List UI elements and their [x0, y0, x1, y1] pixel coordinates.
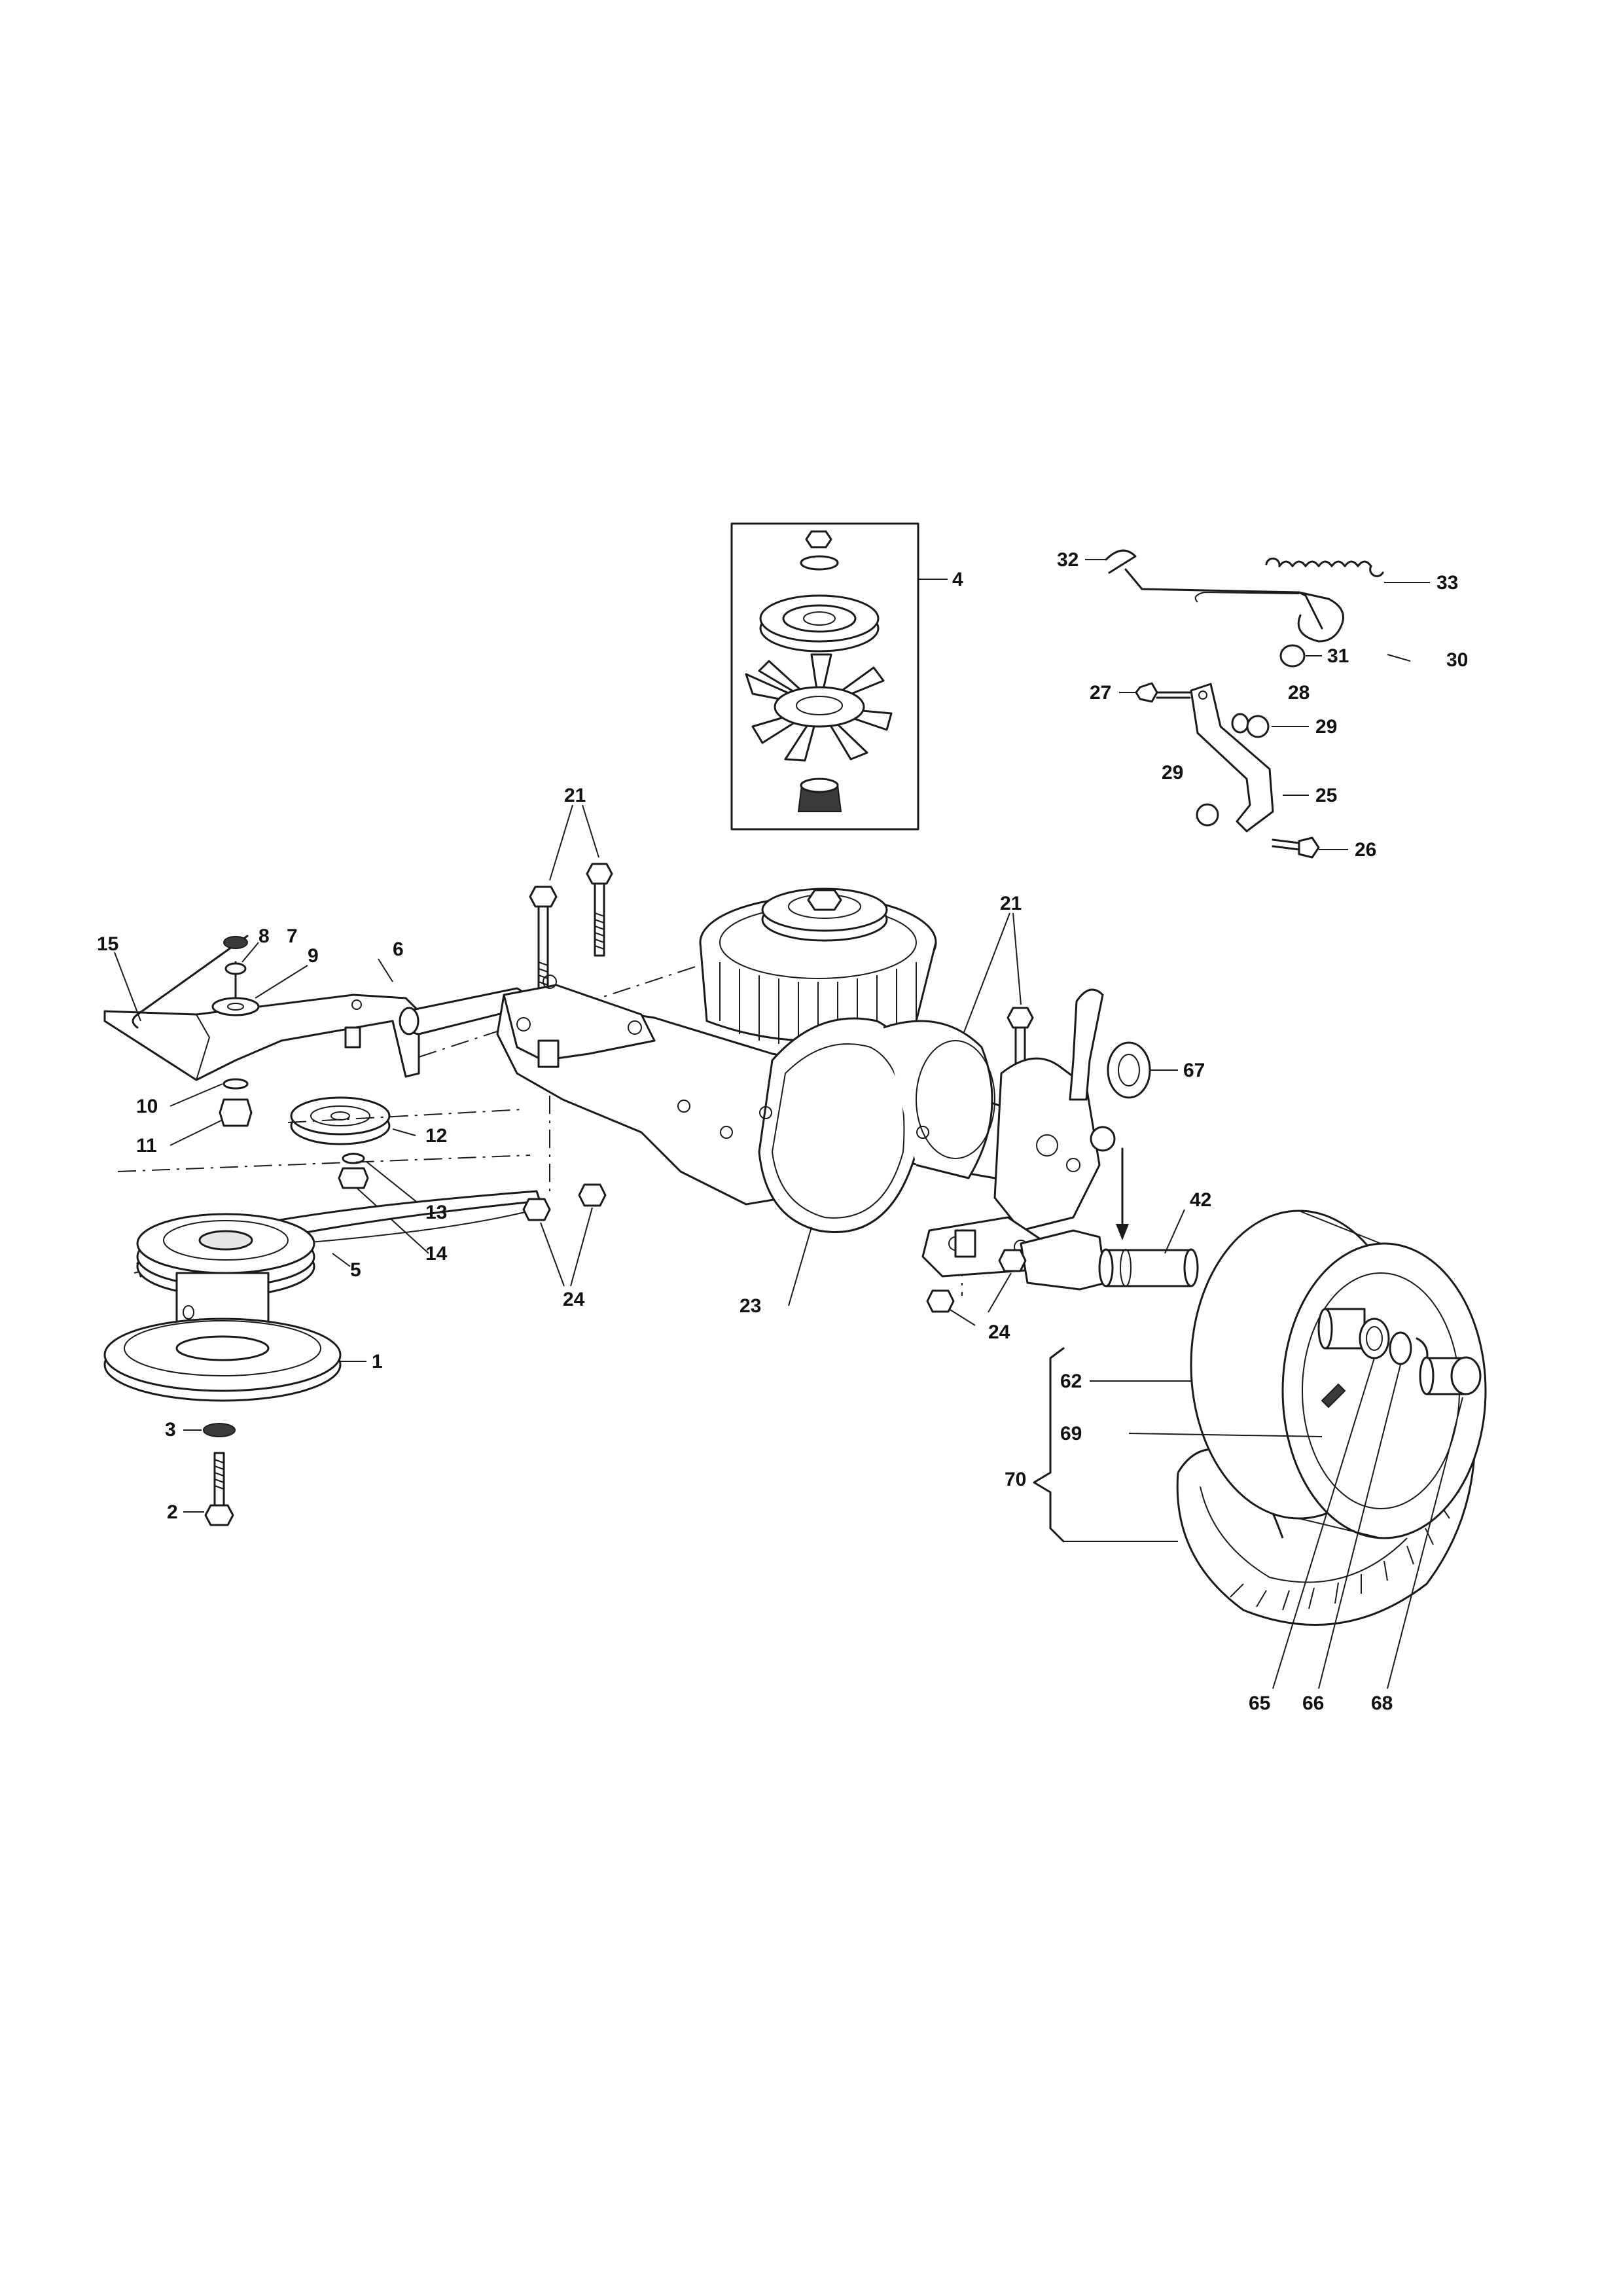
- callout-13: 13: [425, 1202, 447, 1223]
- callout-23: 23: [740, 1295, 761, 1317]
- callout-65: 65: [1249, 1693, 1270, 1714]
- callout-32: 32: [1057, 549, 1079, 571]
- callout-67: 67: [1183, 1060, 1205, 1081]
- callout-21b: 21: [1000, 893, 1022, 914]
- callout-26: 26: [1355, 839, 1376, 861]
- callout-10: 10: [136, 1096, 158, 1117]
- callout-30: 30: [1446, 649, 1468, 671]
- control-linkage: [1085, 549, 1430, 859]
- callout-8: 8: [259, 925, 270, 947]
- callout-2: 2: [167, 1501, 178, 1523]
- callout-1: 1: [372, 1351, 383, 1372]
- callout-24b: 24: [988, 1321, 1010, 1343]
- callout-11: 11: [136, 1135, 157, 1157]
- callout-68: 68: [1371, 1693, 1393, 1714]
- thrust-washer: [1107, 1041, 1178, 1099]
- rear-wheel-assembly: [1033, 1210, 1487, 1689]
- axle-shaft: [1020, 1147, 1199, 1291]
- callout-14: 14: [425, 1243, 448, 1265]
- fan-pulley-inset: [730, 522, 948, 831]
- flange-nuts-24: [522, 1183, 1027, 1326]
- callout-42: 42: [1190, 1189, 1211, 1211]
- callout-70: 70: [1005, 1469, 1026, 1490]
- callout-66: 66: [1302, 1693, 1324, 1714]
- callout-21a: 21: [564, 785, 586, 806]
- callout-9: 9: [308, 945, 319, 967]
- callout-69: 69: [1060, 1423, 1082, 1444]
- callout-24a: 24: [563, 1289, 585, 1310]
- callout-7: 7: [287, 925, 298, 947]
- callout-6: 6: [393, 939, 404, 960]
- drive-pulley-assembly: [103, 1190, 544, 1526]
- callout-62: 62: [1060, 1371, 1082, 1392]
- transaxle-housing: [399, 888, 1116, 1306]
- callout-29a: 29: [1315, 716, 1337, 738]
- callout-15: 15: [97, 933, 118, 955]
- callout-3: 3: [165, 1419, 176, 1441]
- callout-29b: 29: [1162, 762, 1183, 783]
- callout-4: 4: [952, 569, 963, 590]
- idler-bracket-assembly: [103, 935, 433, 1254]
- callout-31: 31: [1327, 645, 1349, 667]
- callout-5: 5: [350, 1259, 361, 1281]
- callout-33: 33: [1436, 572, 1458, 594]
- callout-27: 27: [1090, 682, 1111, 704]
- callout-25: 25: [1315, 785, 1337, 806]
- callout-28: 28: [1288, 682, 1310, 704]
- callout-12: 12: [425, 1125, 447, 1147]
